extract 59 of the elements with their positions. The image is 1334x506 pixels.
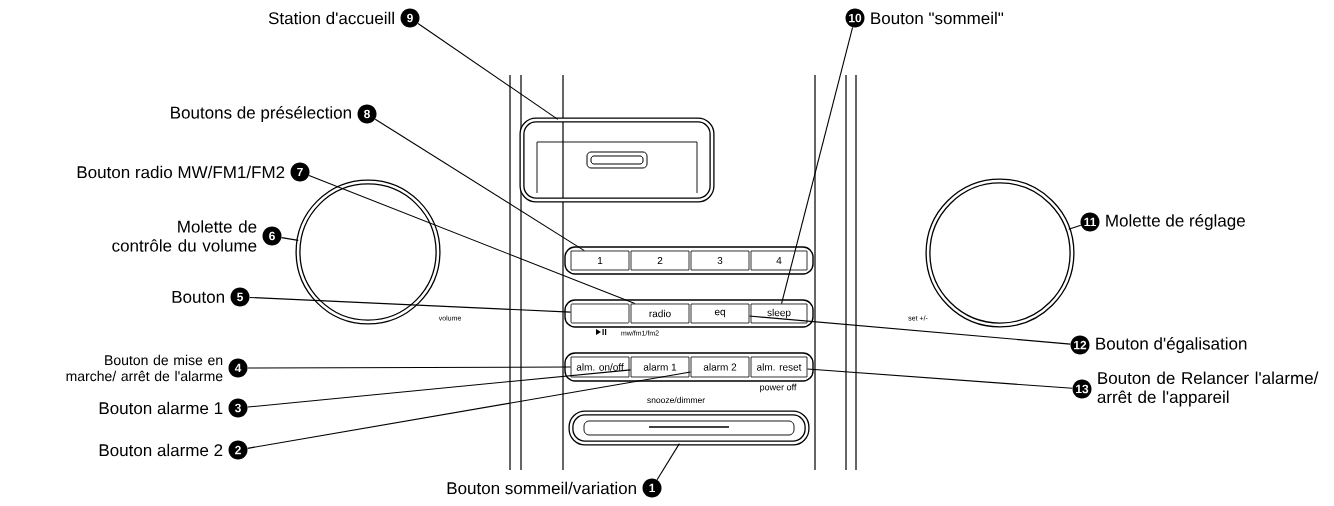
panel-button: alm. on/off xyxy=(570,356,630,378)
callout-number: 6 xyxy=(262,226,282,246)
callout-number: 11 xyxy=(1080,212,1100,232)
leader-line xyxy=(781,26,854,305)
callout-number: 2 xyxy=(228,440,248,460)
callout-number: 1 xyxy=(642,478,662,498)
leader-line xyxy=(247,369,632,408)
printed-label: power off xyxy=(760,383,797,393)
printed-label: snooze/dimmer xyxy=(647,396,705,404)
callout-label: Bouton sommeil/variation xyxy=(447,481,636,495)
button-panel xyxy=(564,246,814,275)
panel-button: 3 xyxy=(690,250,750,271)
callout-label: Bouton de mise en marche/ arrêt de l'alarme xyxy=(66,354,223,382)
panel-button: 2 xyxy=(630,250,690,271)
panel-button: 1 xyxy=(570,250,630,271)
leader-line xyxy=(247,366,572,369)
leader-line xyxy=(249,296,572,313)
leader-line xyxy=(656,443,680,481)
callout-number: 12 xyxy=(1070,335,1090,355)
leader-line xyxy=(417,22,559,120)
callout-label: Molette de contrôle du volume xyxy=(112,220,257,252)
callout-number: 3 xyxy=(228,398,248,418)
callout-number: 10 xyxy=(845,8,865,28)
callout-label: Bouton "sommeil" xyxy=(871,11,1004,25)
panel-button: alm. reset xyxy=(750,356,808,378)
leader-line xyxy=(281,237,299,241)
panel-button: radio xyxy=(630,303,690,324)
callout-label: Bouton xyxy=(172,291,224,303)
callout-label: Bouton alarme 2 xyxy=(99,443,223,457)
panel-button: eq xyxy=(690,303,750,324)
callout-number: 8 xyxy=(357,104,377,124)
button-panel xyxy=(564,352,814,382)
callout-label: Bouton de Relancer l'alarme/ arrêt de l'appareil xyxy=(1097,371,1319,407)
callout-number: 5 xyxy=(230,287,250,307)
callout-label: Bouton d'égalisation xyxy=(1096,336,1247,353)
callout-label: Station d'accueill xyxy=(268,11,394,25)
leader-line xyxy=(247,371,692,449)
dock-slot xyxy=(519,117,715,203)
leader-line xyxy=(748,315,1071,345)
button-panel xyxy=(564,299,814,328)
callout-label: Bouton alarme 1 xyxy=(99,401,223,415)
knob xyxy=(295,179,441,325)
callout-label: Molette de réglage xyxy=(1106,214,1245,230)
panel-button: sleep xyxy=(750,303,808,324)
leader-line xyxy=(806,368,1073,389)
panel-button: alarm 2 xyxy=(690,356,750,378)
panel-button: 4 xyxy=(750,250,808,271)
callout-number: 13 xyxy=(1072,379,1092,399)
leader-line xyxy=(308,175,636,305)
panel-button xyxy=(570,303,630,324)
leader-line xyxy=(374,118,585,252)
callout-number: 4 xyxy=(228,358,248,378)
leader-line xyxy=(1068,224,1082,230)
snooze-bar xyxy=(568,410,810,446)
panel-button: alarm 1 xyxy=(630,356,690,378)
callout-label: Bouton radio MW/FM1/FM2 xyxy=(77,165,285,179)
callout-number: 9 xyxy=(400,8,420,28)
callout-label: Boutons de présélection xyxy=(171,106,351,122)
callout-number: 7 xyxy=(290,162,310,182)
